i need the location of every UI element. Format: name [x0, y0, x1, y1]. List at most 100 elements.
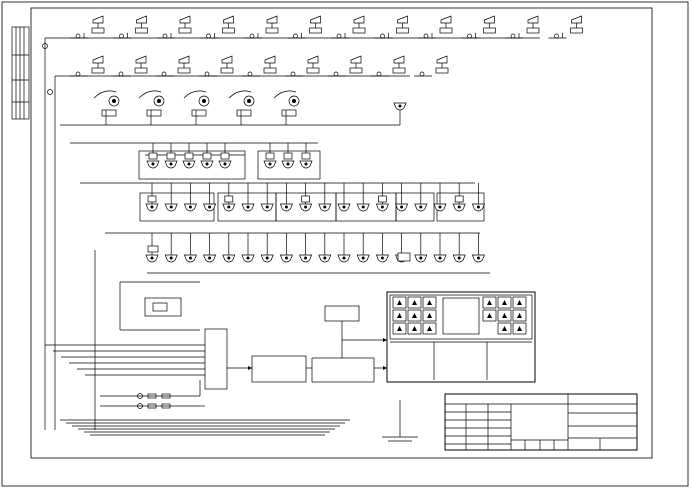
dome-camera-icon: [263, 160, 277, 169]
dome-camera-icon: [299, 254, 313, 263]
control-keyboard: [311, 357, 375, 383]
dome-camera-icon: [375, 254, 389, 263]
fixed-camera-icon: [352, 15, 366, 34]
fixed-camera-icon: [177, 55, 191, 74]
signal-cables: [42, 37, 540, 436]
dome-camera-icon: [393, 102, 407, 111]
monitor-icon: [512, 322, 527, 335]
camera-row-2: [70, 55, 449, 77]
dome-camera-icon: [203, 203, 217, 212]
dome-camera-icon: [164, 203, 178, 212]
dome-camera-icon: [145, 203, 159, 212]
dome-camera-icon: [203, 254, 217, 263]
ptz-camera-icon: [93, 90, 120, 117]
monitor-icon: [512, 296, 527, 309]
dome-camera-icon: [375, 203, 389, 212]
dome-camera-icon: [414, 203, 428, 212]
monitor-icon: [482, 296, 497, 309]
fixed-camera-icon: [309, 15, 322, 34]
monitor-icon: [512, 309, 527, 322]
dome-camera-icon: [281, 160, 295, 169]
monitor-icon: [422, 309, 437, 322]
binding-strip: [11, 26, 30, 120]
dome-camera-icon: [241, 254, 255, 263]
dome-camera-icon: [452, 254, 466, 263]
monitor-icon: [422, 296, 437, 309]
fixed-camera-icon: [91, 55, 105, 74]
dome-camera-icon: [452, 203, 466, 212]
dome-camera-icon: [318, 203, 332, 212]
title-block: [444, 393, 638, 451]
monitor-icon: [407, 322, 422, 335]
monitor-icon: [407, 309, 422, 322]
fixed-camera-icon: [526, 15, 540, 34]
dome-camera-icon: [260, 203, 274, 212]
dome-camera-icon: [337, 203, 351, 212]
fixed-camera-icon: [306, 55, 320, 74]
monitor-icon: [422, 322, 437, 335]
video-recorder: [251, 355, 307, 383]
control-equipment: [100, 297, 418, 442]
ptz-camera-icon: [273, 90, 300, 117]
monitor-icon: [392, 322, 407, 335]
dome-camera-icon: [200, 160, 214, 169]
fixed-camera-icon: [91, 15, 105, 34]
fixed-camera-icon: [134, 55, 148, 74]
fixed-camera-icon: [263, 55, 277, 74]
dome-camera-icon: [145, 254, 159, 263]
dome-camera-icon: [299, 203, 313, 212]
dome-camera-icon: [356, 254, 370, 263]
fixed-camera-icon: [439, 15, 453, 34]
dome-camera-icon: [183, 203, 197, 212]
fixed-camera-icon: [265, 15, 279, 34]
dome-camera-icon: [146, 160, 160, 169]
camera-row-1: [70, 15, 583, 39]
dome-camera-icon: [279, 254, 293, 263]
fixed-camera-icon: [396, 15, 409, 34]
ptz-camera-icon: [228, 90, 255, 117]
fixed-camera-icon: [483, 15, 496, 34]
fixed-camera-icon: [222, 15, 235, 34]
monitor-icon: [407, 296, 422, 309]
ptz-camera-icon: [183, 90, 210, 117]
dome-camera-icon: [164, 160, 178, 169]
big-screen: [442, 297, 480, 335]
fixed-camera-icon: [570, 15, 583, 34]
dome-camera-icon: [260, 254, 274, 263]
fixed-camera-icon: [135, 15, 148, 34]
fixed-camera-icon: [178, 15, 192, 34]
dome-camera-icon: [414, 254, 428, 263]
dome-camera-icon: [222, 254, 236, 263]
dome-camera-icon: [164, 254, 178, 263]
dome-camera-icon: [337, 254, 351, 263]
controller: [324, 305, 360, 322]
dome-camera-icon: [471, 203, 485, 212]
monitor-icon: [497, 322, 512, 335]
dome-camera-row-a: [138, 143, 321, 180]
monitor-icon: [392, 309, 407, 322]
dome-camera-icon: [299, 160, 313, 169]
dome-camera-icon: [433, 254, 447, 263]
monitor-icon: [497, 296, 512, 309]
fixed-camera-icon: [220, 55, 234, 74]
dome-camera-icon: [356, 203, 370, 212]
dome-camera-icon: [318, 254, 332, 263]
cable-node: [47, 89, 53, 95]
dome-camera-icon: [395, 203, 409, 212]
fixed-camera-icon: [392, 55, 406, 74]
cable-node: [42, 43, 48, 49]
dome-camera-icon: [279, 203, 293, 212]
dome-camera-row-c: [145, 233, 490, 274]
dome-camera-icon: [182, 160, 196, 169]
dome-camera-icon: [471, 254, 485, 263]
monitor-icon: [392, 296, 407, 309]
dome-camera-icon: [241, 203, 255, 212]
monitor-icon: [497, 309, 512, 322]
dome-camera-icon: [222, 203, 236, 212]
fixed-camera-icon: [435, 55, 449, 74]
fixed-camera-icon: [349, 55, 363, 74]
monitor-icon: [482, 309, 497, 322]
